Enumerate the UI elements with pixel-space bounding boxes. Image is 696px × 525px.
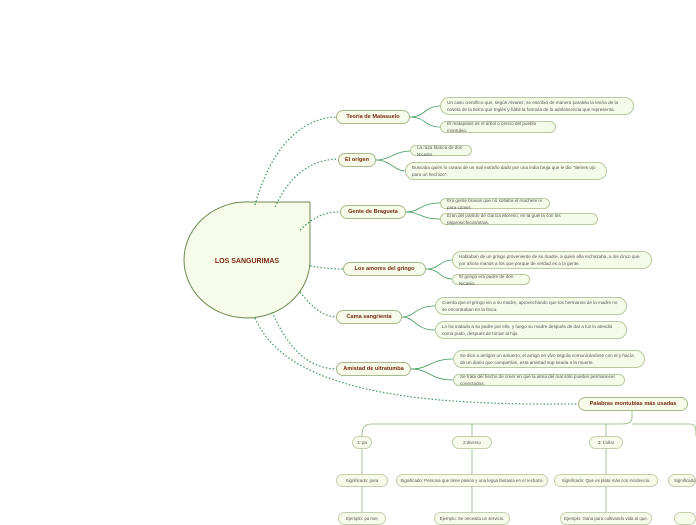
note-matasuelo-2[interactable]: El matapalos es el árbol o precio del pu… <box>440 121 556 133</box>
vocab-word-3[interactable]: 3: Collar <box>589 436 623 449</box>
vocab-meaning-1[interactable]: Significado: para <box>336 474 388 487</box>
note-amistad-2[interactable]: Se trata del hecho de creer en que la al… <box>453 374 625 386</box>
note-bragueta-2[interactable]: Eran del partido de García Moreno, en la… <box>440 213 598 225</box>
vocab-connectors <box>361 411 696 512</box>
connector-amistad <box>271 311 337 370</box>
vocab-meaning-4[interactable]: Significado: <box>668 474 696 487</box>
note-bragueta-1[interactable]: Era gente bravas que no soltaba el mache… <box>440 198 550 210</box>
central-node-shape[interactable] <box>183 201 311 319</box>
note-cama-1[interactable]: Cuenta que el gringo vio a su madre, apr… <box>435 297 627 315</box>
note-matasuelo-1[interactable]: Un caso científico que, según Alvarez, s… <box>440 97 634 115</box>
branch-palabras-montubias[interactable]: Palabras montubias más usadas <box>578 397 688 411</box>
note-amores-2[interactable]: El gringo era padre de don Nicasio. <box>452 274 530 286</box>
branch-gente-bragueta[interactable]: Gente de Bragueta <box>340 205 406 219</box>
center-connectors <box>254 116 579 405</box>
vocab-example-2[interactable]: Ejemplo: Se necesita un servicio. <box>434 512 510 525</box>
branch-cama-sangrienta[interactable]: Cama sangrienta <box>336 310 402 324</box>
connector-matasuelo <box>254 116 337 206</box>
vocab-example-4[interactable] <box>674 512 696 525</box>
note-amistad-1[interactable]: Se dice a amigos un amuerto, el amigo en… <box>453 350 645 368</box>
branch-amores-gringo[interactable]: Los amores del gringo <box>343 262 426 276</box>
branch-teoria-matasuelo[interactable]: Teoría de Matasuelo <box>336 110 410 124</box>
note-amores-1[interactable]: Hablaban de un gringo proveniente de su … <box>452 251 652 269</box>
connector-vocab <box>254 317 579 405</box>
note-origen-1[interactable]: La raza blanca de don Nicasio. <box>410 145 472 157</box>
branch-el-origen[interactable]: El origen <box>338 153 376 167</box>
note-connectors <box>375 105 454 381</box>
note-origen-2[interactable]: Buscaba quién lo curara de un mal extrañ… <box>405 162 607 180</box>
note-cama-2[interactable]: Lo ha matado a su padre por ello, y lueg… <box>435 321 627 339</box>
vocab-word-1[interactable]: 1: pa <box>352 436 372 449</box>
branch-amistad-ultratumba[interactable]: Amistad de ultratumba <box>336 362 411 376</box>
vocab-meaning-2[interactable]: Significado: Persona que tiene pasión y … <box>396 474 548 487</box>
vocab-example-1[interactable]: Ejemplo: pa mer <box>338 512 386 525</box>
vocab-meaning-3[interactable]: Significado: Que es plata más con incide… <box>554 474 658 487</box>
connector-amores <box>309 265 344 270</box>
vocab-example-3[interactable]: Ejemplo: Gana para cultivando vida al qu… <box>560 512 652 525</box>
connector-bragueta <box>299 211 341 231</box>
connector-origen <box>274 158 339 208</box>
vocab-word-2[interactable]: 2:diverso <box>452 436 492 449</box>
connector-cama <box>299 291 337 318</box>
